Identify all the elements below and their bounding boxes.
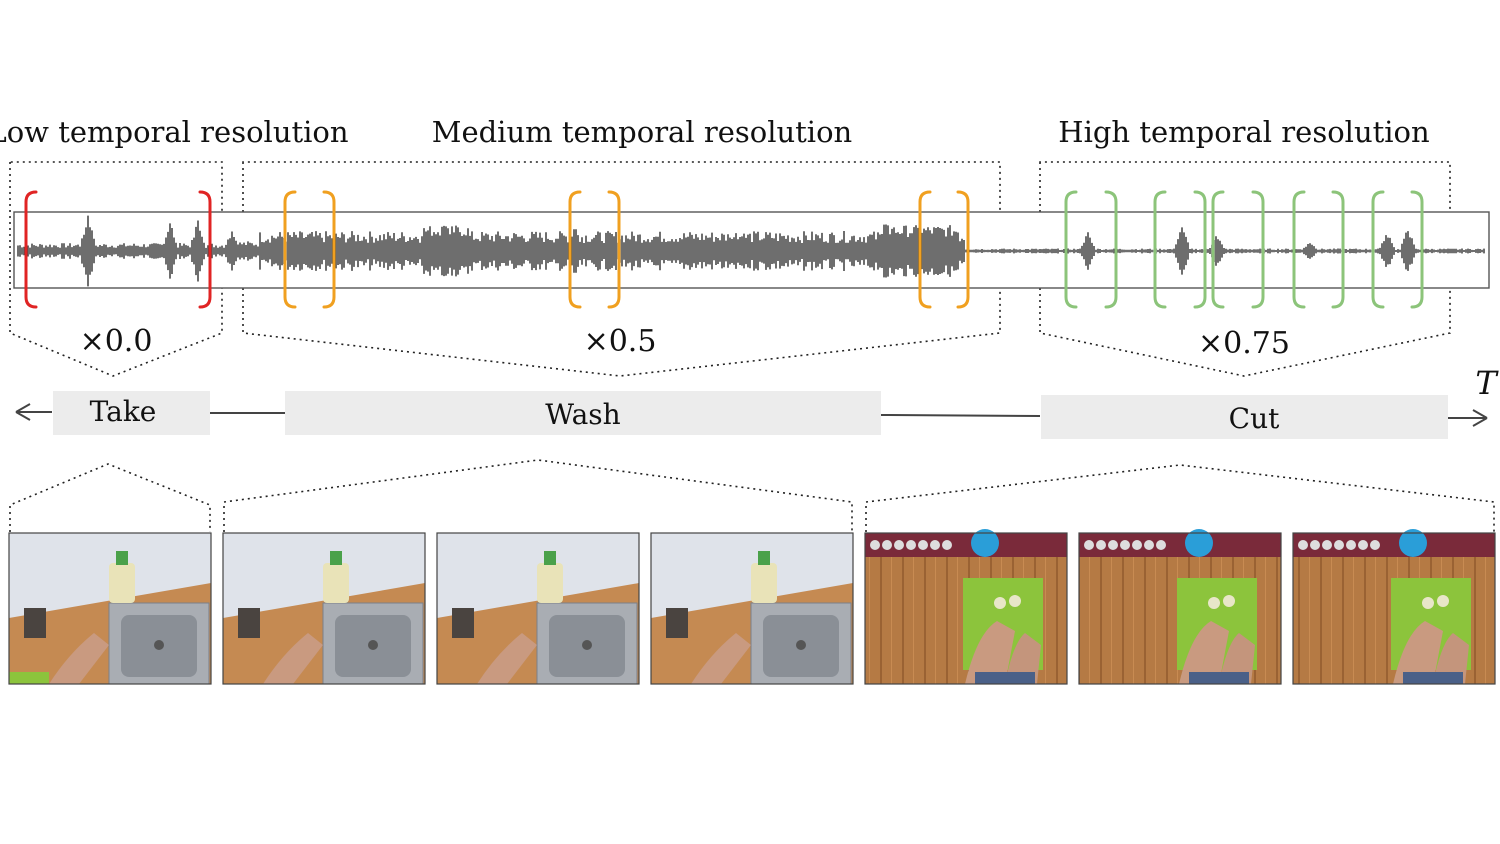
video-frame-cut <box>1292 529 1496 685</box>
medium-res-bracket-1-close <box>322 190 336 309</box>
time-axis-segment-2 <box>880 414 1041 417</box>
high-res-bracket-1-close <box>1104 190 1118 309</box>
action-label-take: Take <box>90 395 157 428</box>
video-frame-wash <box>650 532 854 685</box>
action-box-cut <box>1041 395 1448 439</box>
medium-resolution-label: Medium temporal resolution <box>432 115 852 149</box>
action-label-wash: Wash <box>545 398 620 431</box>
medium-res-bracket-1-open <box>283 190 297 309</box>
high-res-bracket-2-open <box>1153 190 1167 309</box>
high-resolution-frame <box>1039 161 1451 377</box>
high-res-bracket-5-open <box>1371 190 1385 309</box>
medium-resolution-frame <box>242 161 1001 377</box>
medium-res-bracket-3-open <box>918 190 932 309</box>
video-frame-wash <box>222 532 426 685</box>
time-axis-label: T <box>1475 364 1499 402</box>
high-res-bracket-2-close <box>1193 190 1207 309</box>
low-resolution-label: Low temporal resolution <box>0 115 349 149</box>
medium-res-bracket-2-close <box>607 190 621 309</box>
high-res-bracket-3-close <box>1251 190 1265 309</box>
video-frame-take <box>8 532 212 685</box>
waveform-trace <box>17 215 1485 287</box>
action-label-cut: Cut <box>1229 402 1280 435</box>
medium-res-bracket-2-open <box>568 190 582 309</box>
cut-frames-outline <box>865 464 1495 532</box>
video-frame-cut <box>864 529 1068 685</box>
time-axis-right-arrow <box>1472 409 1488 427</box>
resolution-brackets <box>24 190 1424 309</box>
high-res-bracket-1-open <box>1064 190 1078 309</box>
low-res-bracket-close <box>198 190 212 309</box>
high-res-bracket-4-open <box>1292 190 1306 309</box>
high-multiplier: ×0.75 <box>1198 326 1290 361</box>
video-frames <box>8 529 1496 685</box>
video-frame-wash <box>436 532 640 685</box>
high-resolution-label: High temporal resolution <box>1058 115 1429 149</box>
video-frame-cut <box>1078 529 1282 685</box>
low-multiplier: ×0.0 <box>80 324 153 359</box>
medium-res-bracket-3-close <box>956 190 970 309</box>
low-resolution-frame <box>9 161 223 377</box>
high-res-bracket-5-close <box>1410 190 1424 309</box>
high-res-bracket-3-open <box>1211 190 1225 309</box>
low-res-bracket-open <box>24 190 38 309</box>
high-res-bracket-4-close <box>1331 190 1345 309</box>
time-axis-left-arrow <box>15 403 31 421</box>
take-frames-outline <box>9 463 211 532</box>
action-box-take <box>53 391 210 435</box>
action-box-wash <box>285 391 881 435</box>
wash-frames-outline <box>223 459 853 532</box>
medium-multiplier: ×0.5 <box>584 324 657 359</box>
audio-waveform <box>17 215 1485 287</box>
